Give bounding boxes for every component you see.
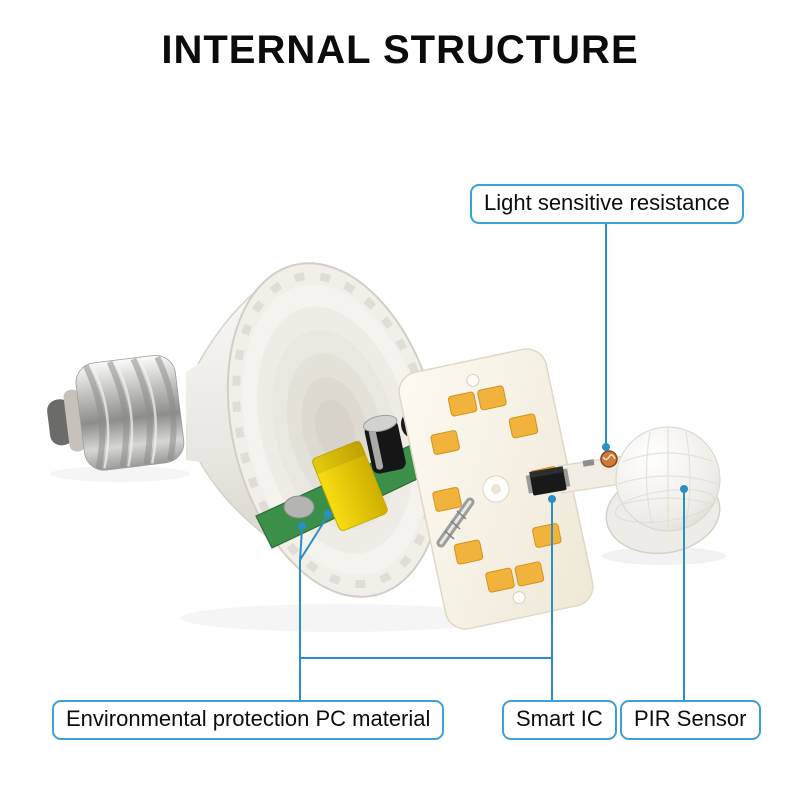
mounting-hole-top <box>466 373 480 387</box>
leader-dots <box>298 443 688 530</box>
callout-environmental-protection-pc-material: Environmental protection PC material <box>52 700 445 740</box>
base-screw-threads <box>83 355 177 470</box>
led-chip <box>485 567 515 593</box>
callout-pir-sensor: PIR Sensor <box>620 700 761 740</box>
led-chip <box>508 413 539 439</box>
e27-screw-base <box>47 354 185 471</box>
driver-pcb <box>255 410 433 549</box>
callout-label: Light sensitive resistance <box>484 190 730 215</box>
smd-resistor <box>582 459 595 467</box>
callout-label: Environmental protection PC material <box>66 706 431 731</box>
callout-label: PIR Sensor <box>634 706 747 731</box>
inductor <box>283 495 315 519</box>
led-chip <box>453 539 484 565</box>
leader-line-pc-material <box>299 516 328 700</box>
page-title: INTERNAL STRUCTURE <box>161 28 639 72</box>
light-sensor-ldr <box>600 450 618 468</box>
led-chip <box>532 523 562 548</box>
callout-light-sensitive-resistance: Light sensitive resistance <box>470 184 744 224</box>
smart-ic-chip <box>525 466 571 496</box>
led-chip <box>430 430 460 455</box>
soft-shadows <box>50 466 726 632</box>
leader-dot-pir-sensor <box>680 485 688 493</box>
pir-facet-lines <box>617 427 719 528</box>
pir-seam <box>614 489 716 523</box>
led-chip <box>514 561 545 587</box>
led-chip <box>477 385 507 411</box>
transformer <box>311 440 388 531</box>
pir-sensor-dome <box>605 426 721 555</box>
leader-dot-pc-material-2 <box>324 510 332 518</box>
led-chip <box>432 486 462 512</box>
capacitor-large <box>363 414 406 474</box>
leader-dot-light-sensitive <box>602 443 610 451</box>
callout-smart-ic: Smart IC <box>502 700 617 740</box>
led-plate <box>398 348 594 630</box>
mounting-screw <box>436 497 475 548</box>
mounting-hole-bottom <box>512 591 526 605</box>
leader-lines <box>299 222 685 700</box>
plate-center-dot <box>491 484 501 494</box>
led-chip <box>447 391 478 417</box>
leader-dot-pc-material-1 <box>298 522 306 530</box>
callout-label: Smart IC <box>516 706 603 731</box>
leader-dot-smart-ic <box>548 495 556 503</box>
